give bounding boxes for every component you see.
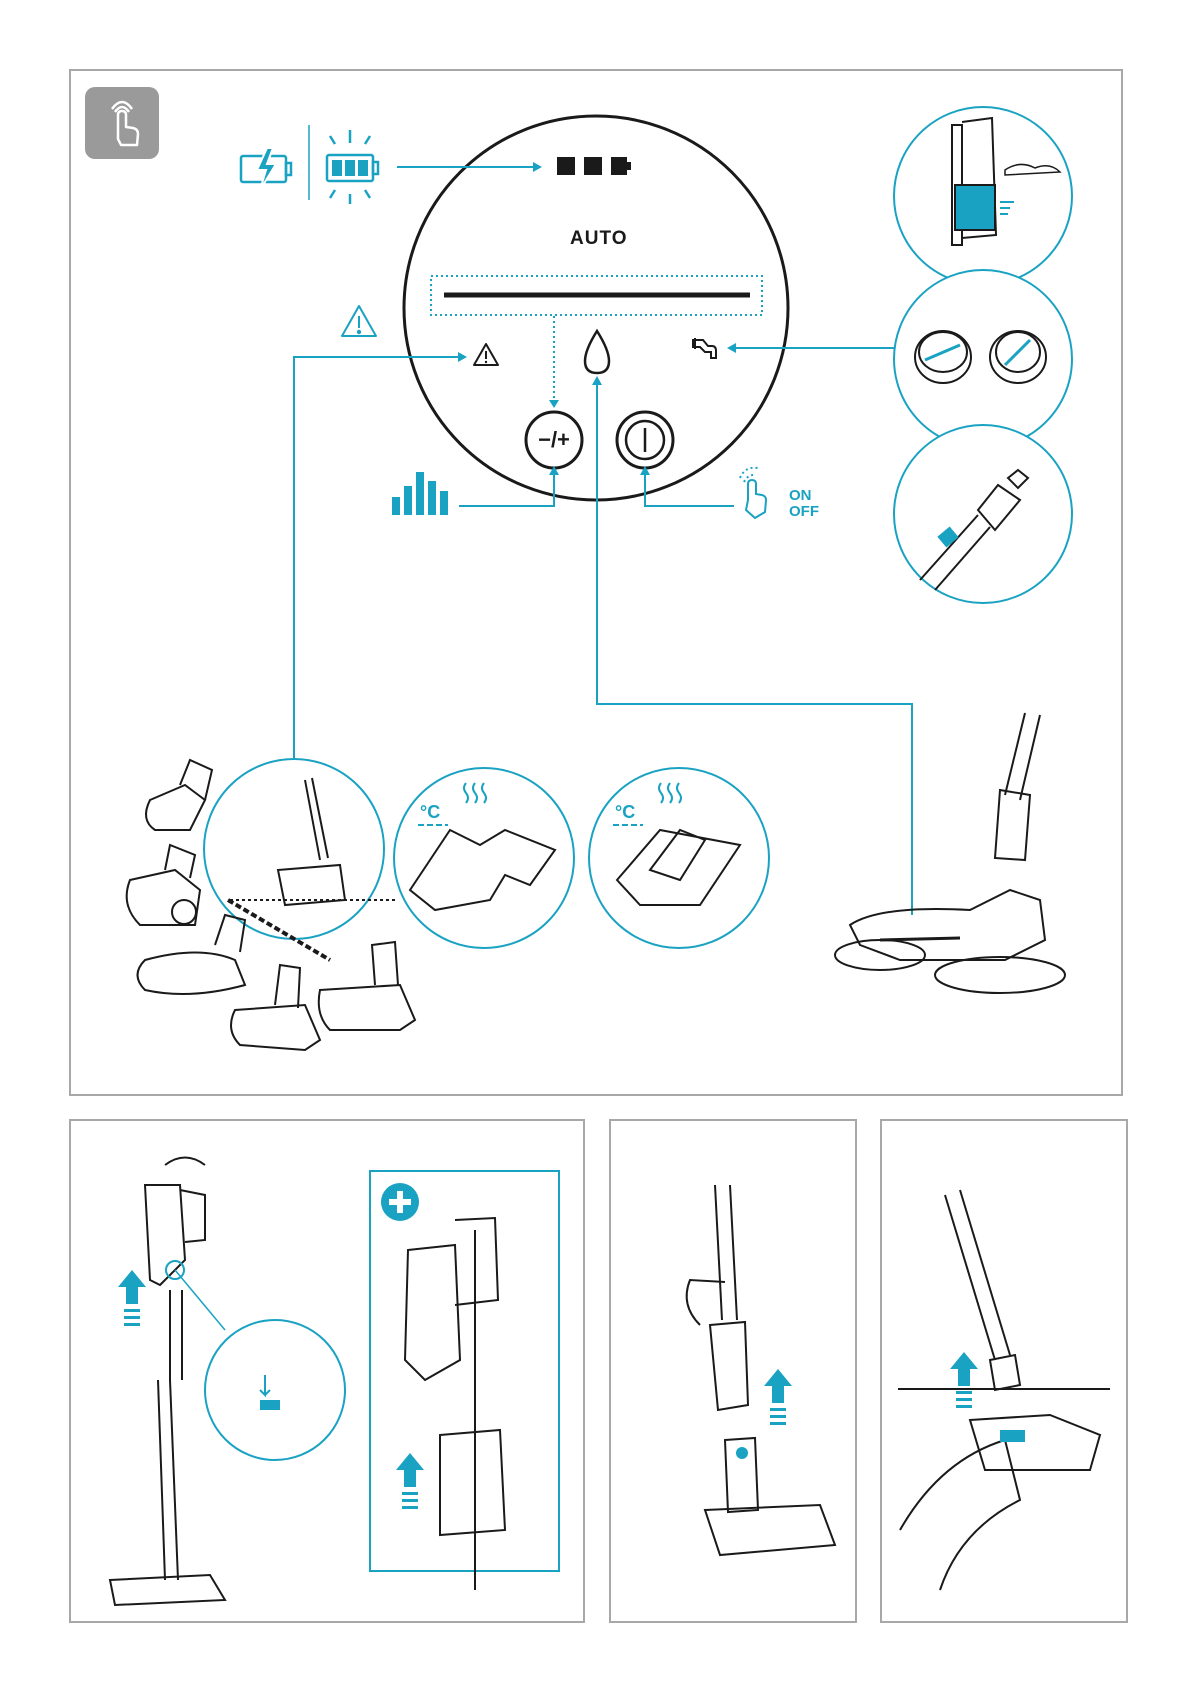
- battery-bar-2: [584, 157, 602, 175]
- battery-level-icon: [327, 130, 378, 204]
- svg-text:°C: °C: [420, 802, 440, 822]
- pipe-release-panel: [609, 1119, 857, 1623]
- tap-hand-icon: [740, 468, 766, 518]
- on-label: ON: [789, 487, 812, 504]
- svg-text:°C: °C: [615, 802, 635, 822]
- docking-panel: [69, 1119, 585, 1623]
- speed-bars-icon: [392, 472, 448, 515]
- mop-vacuum: [835, 713, 1065, 993]
- mode-label: AUTO: [570, 228, 627, 250]
- battery-bar-1: [557, 157, 575, 175]
- charging-battery-icon: [241, 148, 291, 190]
- warning-icon: [342, 306, 376, 336]
- off-label: OFF: [789, 503, 819, 520]
- nozzle-release-panel: [880, 1119, 1128, 1623]
- battery-bar-3: [611, 157, 627, 175]
- speed-button-label[interactable]: −/+: [528, 427, 580, 453]
